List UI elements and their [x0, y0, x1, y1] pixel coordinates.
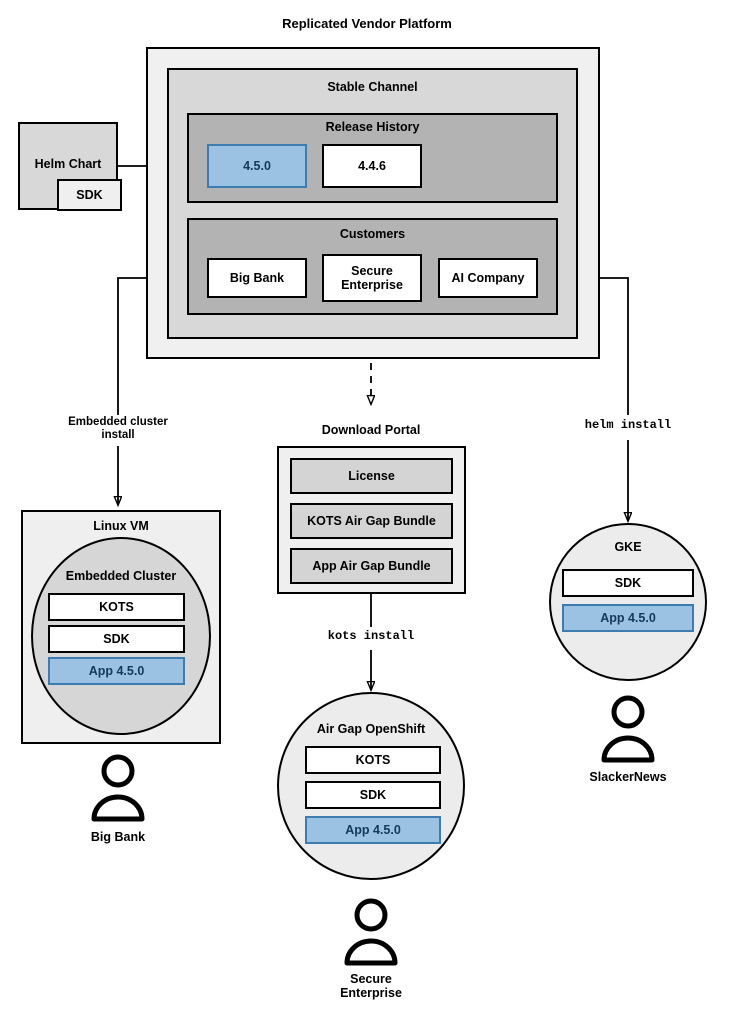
- person-icon-slackernews: [601, 695, 655, 763]
- target-linux-vm-label: Linux VM: [93, 519, 149, 533]
- artifact-name: License: [348, 469, 395, 483]
- embedded-cluster-label: Embedded Cluster: [65, 569, 177, 583]
- customer-name: Secure Enterprise: [341, 264, 403, 292]
- customer-name: AI Company: [451, 271, 525, 285]
- component-name: App 4.5.0: [88, 664, 145, 678]
- component-name: App 4.5.0: [600, 611, 656, 625]
- stable-channel-label: Stable Channel: [327, 80, 418, 94]
- component-kots-linux-vm[interactable]: KOTS: [48, 593, 185, 621]
- component-name: KOTS: [355, 753, 391, 767]
- release-history-label: Release History: [325, 120, 420, 134]
- person-icon-big-bank: [91, 754, 145, 822]
- customer-label-big-bank: Big Bank: [90, 830, 146, 844]
- release-version-4-5-0[interactable]: 4.5.0: [207, 144, 307, 188]
- customer-name: Big Bank: [229, 271, 285, 285]
- customers-label: Customers: [339, 227, 406, 241]
- component-sdk-openshift[interactable]: SDK: [305, 781, 441, 809]
- flow-label-embedded-cluster-install: Embedded cluster install: [68, 416, 168, 442]
- component-kots-openshift[interactable]: KOTS: [305, 746, 441, 774]
- flow-label-kots-install: kots install: [327, 629, 415, 643]
- helm-chart-sdk-label: SDK: [76, 188, 103, 202]
- customer-card-secure-enterprise[interactable]: Secure Enterprise: [322, 254, 422, 302]
- download-portal-label: Download Portal: [321, 423, 421, 437]
- artifact-name: App Air Gap Bundle: [312, 559, 431, 573]
- download-artifact-kots-air-gap-bundle[interactable]: KOTS Air Gap Bundle: [290, 503, 453, 539]
- release-version-label: 4.5.0: [243, 159, 271, 173]
- component-sdk-gke[interactable]: SDK: [562, 569, 694, 597]
- download-artifact-license[interactable]: License: [290, 458, 453, 494]
- target-air-gap-openshift-label: Air Gap OpenShift: [316, 722, 426, 736]
- customer-card-big-bank[interactable]: Big Bank: [207, 258, 307, 298]
- customer-card-ai-company[interactable]: AI Company: [438, 258, 538, 298]
- customer-label-secure-enterprise: Secure Enterprise: [340, 972, 402, 1001]
- component-sdk-linux-vm[interactable]: SDK: [48, 625, 185, 653]
- artifact-name: KOTS Air Gap Bundle: [307, 514, 436, 528]
- component-app-linux-vm[interactable]: App 4.5.0: [48, 657, 185, 685]
- component-name: SDK: [103, 632, 130, 646]
- person-icon-secure-enterprise: [344, 898, 398, 966]
- flow-label-helm-install: helm install: [584, 418, 672, 432]
- helm-chart-sdk-box[interactable]: SDK: [57, 179, 122, 211]
- component-app-openshift[interactable]: App 4.5.0: [305, 816, 441, 844]
- target-gke-label: GKE: [614, 540, 642, 554]
- component-name: App 4.5.0: [345, 823, 401, 837]
- release-version-4-4-6[interactable]: 4.4.6: [322, 144, 422, 188]
- component-name: KOTS: [99, 600, 134, 614]
- release-version-label: 4.4.6: [358, 159, 386, 173]
- download-artifact-app-air-gap-bundle[interactable]: App Air Gap Bundle: [290, 548, 453, 584]
- target-gke-ellipse: [549, 523, 707, 681]
- component-name: SDK: [614, 576, 642, 590]
- component-name: SDK: [359, 788, 387, 802]
- component-app-gke[interactable]: App 4.5.0: [562, 604, 694, 632]
- customer-label-slackernews: SlackerNews: [589, 770, 667, 784]
- helm-chart-label: Helm Chart: [34, 157, 102, 171]
- page-title: Replicated Vendor Platform: [282, 16, 452, 31]
